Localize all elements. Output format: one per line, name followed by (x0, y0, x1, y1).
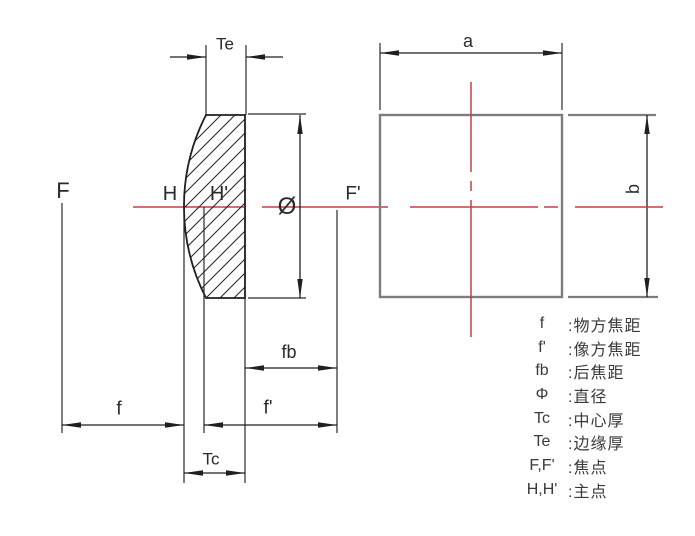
square-centerlines (410, 82, 663, 337)
label-b: b (623, 183, 643, 195)
label-f-prime: f' (263, 397, 273, 419)
legend-row-phi: Φ :直径 (516, 383, 691, 407)
legend-desc: :物方焦距 (568, 317, 642, 335)
label-fb: fb (281, 342, 297, 362)
legend-desc: :边缘厚 (568, 436, 625, 454)
legend-desc: :像方焦距 (568, 341, 642, 359)
legend-key: f' (538, 338, 546, 356)
symbol-legend: f :物方焦距 f' :像方焦距 fb :后焦距 Φ :直径 Tc :中心厚 T… (516, 312, 691, 502)
legend-desc: :直径 (568, 388, 608, 406)
legend-key: H,H' (526, 480, 558, 498)
legend-row-F: F,F' :焦点 (516, 454, 691, 478)
legend-key: F,F' (529, 456, 555, 474)
legend-row-fb: fb :后焦距 (516, 359, 691, 383)
legend-row-H: H,H' :主点 (516, 478, 691, 502)
legend-key: Φ (535, 385, 549, 403)
legend-row-Te: Te :边缘厚 (516, 430, 691, 454)
lens-outline (183, 114, 246, 299)
extension-lines (61, 43, 563, 483)
label-f: f (116, 398, 122, 420)
legend-desc: :后焦距 (568, 365, 625, 383)
legend-row-Tc: Tc :中心厚 (516, 407, 691, 431)
legend-desc: :中心厚 (568, 412, 625, 430)
legend-row-f: f :物方焦距 (516, 312, 691, 336)
legend-desc: :焦点 (568, 459, 608, 477)
label-focal-point-F: F (56, 178, 70, 203)
label-diameter-symbol: Ø (277, 193, 297, 220)
extension-lines-gray (568, 113, 658, 299)
label-principal-point-H-prime: H' (209, 183, 229, 205)
legend-key: Tc (534, 409, 550, 427)
legend-key: f (539, 314, 545, 332)
dimension-lines (62, 50, 650, 476)
legend-key: fb (535, 362, 549, 380)
label-a: a (462, 31, 474, 51)
label-focal-point-F-prime: F' (345, 183, 361, 205)
legend-row-f-prime: f' :像方焦距 (516, 336, 691, 360)
label-Tc: Tc (202, 449, 220, 469)
legend-key: Te (533, 433, 551, 451)
label-principal-point-H: H (162, 183, 178, 205)
label-Te: Te (216, 34, 234, 54)
legend-desc: :主点 (568, 483, 608, 501)
